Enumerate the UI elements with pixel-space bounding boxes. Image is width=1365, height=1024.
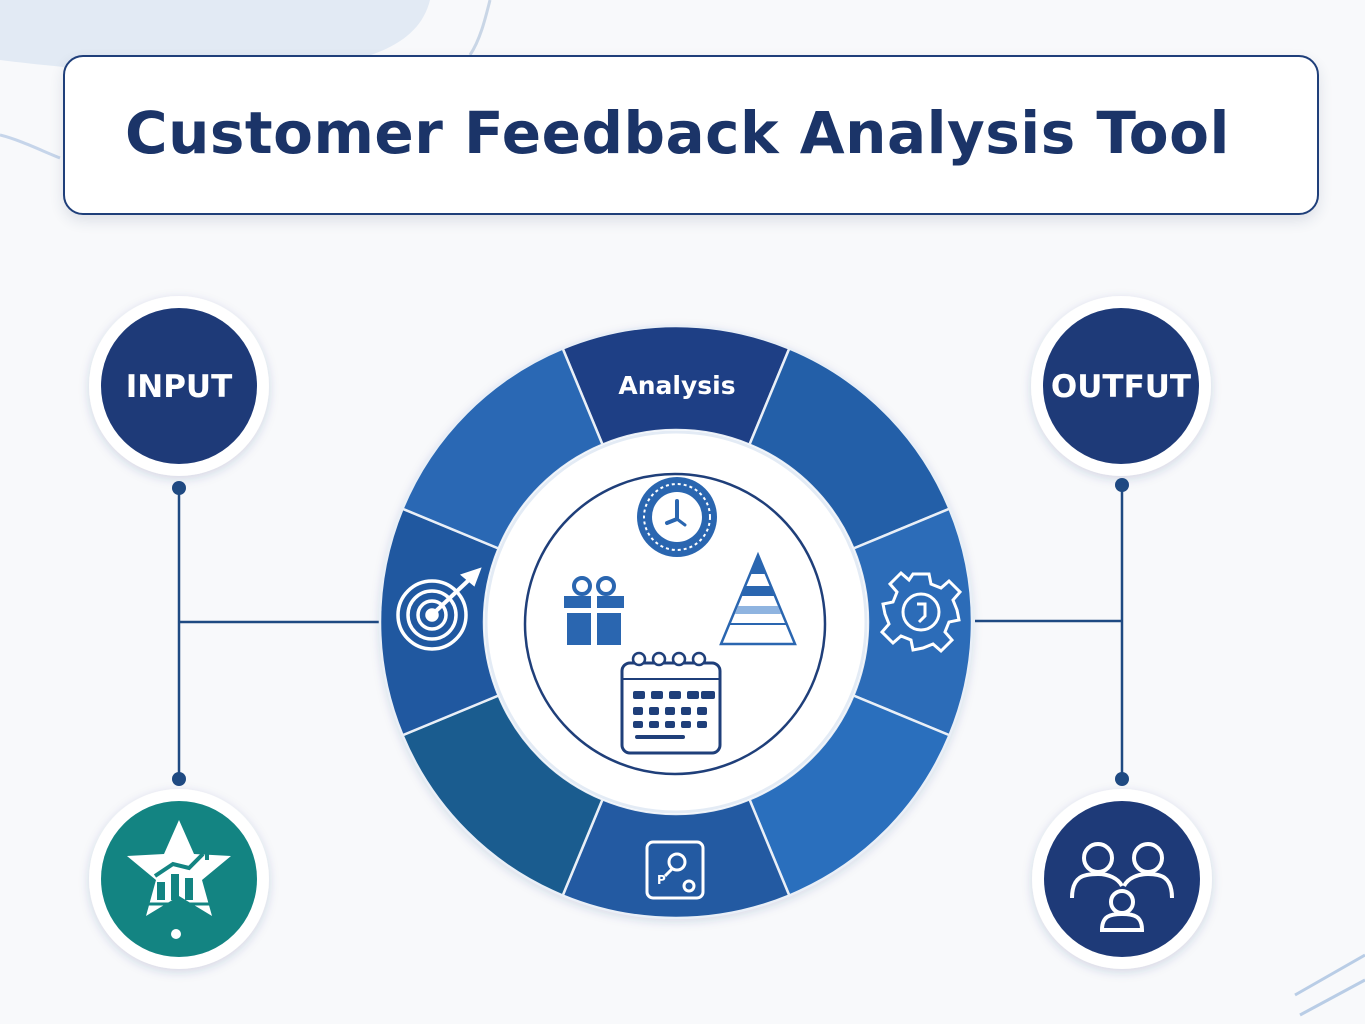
connector-dot: [172, 481, 186, 495]
title-box: Customer Feedback Analysis Tool: [63, 55, 1319, 215]
output-node: OUTFUT: [1031, 296, 1211, 476]
center-disc: [484, 430, 868, 814]
input-node: INPUT: [89, 296, 269, 476]
right-connector: [975, 485, 1124, 779]
user-group-icon: [1070, 842, 1174, 932]
clock-icon: [637, 477, 717, 557]
pyramid-icon: [719, 551, 797, 646]
analysis-label: Analysis: [618, 371, 735, 400]
gear-icon: [879, 570, 963, 654]
center-ring: [523, 472, 827, 776]
connector-dot: [1115, 478, 1129, 492]
ring-segment: [561, 797, 791, 920]
input-label: INPUT: [126, 369, 233, 405]
gift-icon: [564, 576, 624, 645]
search-doc-icon: P: [645, 840, 705, 900]
connector-dot: [172, 772, 186, 786]
target-icon: [396, 567, 482, 651]
audience-node: [1032, 789, 1212, 969]
left-connector: [177, 488, 380, 779]
output-label: OUTFUT: [1051, 369, 1191, 405]
star-chart-icon: [127, 820, 231, 939]
feedback-source-node: [89, 789, 269, 969]
connector-dot: [1115, 772, 1129, 786]
ring-segments: [378, 324, 974, 920]
calendar-icon: [620, 651, 722, 755]
svg-text:P: P: [657, 873, 666, 887]
page-title: Customer Feedback Analysis Tool: [125, 99, 1230, 167]
